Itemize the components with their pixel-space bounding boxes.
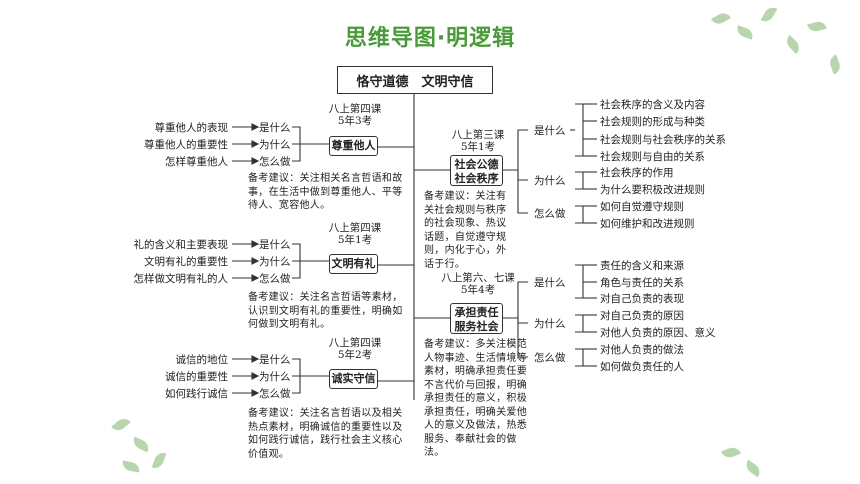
topic-node-responsibility: 承担责任服务社会 xyxy=(450,303,503,334)
exam-note: 备考建议：关注有关社会规则与秩序的社会现象、热议话题，自觉遵守规则，内化于心，外… xyxy=(424,191,507,270)
category-label: 是什么 xyxy=(259,122,291,134)
point-label: 对自己负责的表现 xyxy=(600,293,684,305)
category-label: 为什么 xyxy=(534,175,566,187)
category-label: 为什么 xyxy=(259,139,291,151)
exam-note: 备考建议：多关注模范人物事迹、生活情境等素材，明确承担责任要不言代价与回报，明确… xyxy=(424,339,527,458)
category-label: 是什么 xyxy=(259,354,291,366)
category-label: 是什么 xyxy=(259,239,291,251)
point-label: 社会秩序的作用 xyxy=(600,167,674,179)
question-label: 怎样尊重他人 xyxy=(165,156,228,168)
point-label: 社会秩序的含义及内容 xyxy=(600,99,705,111)
exam-note: 备考建议：关注名言哲语以及相关热点素材，明确诚信的重要性以及如何践行诚信，践行社… xyxy=(248,408,403,460)
topic-node-respect-others: 尊重他人 xyxy=(329,136,378,156)
point-label: 社会规则与社会秩序的关系 xyxy=(600,134,726,146)
point-label: 角色与责任的关系 xyxy=(600,277,684,289)
question-label: 诚信的重要性 xyxy=(165,371,228,383)
point-label: 对自己负责的原因 xyxy=(600,310,684,322)
point-label: 为什么要积极改进规则 xyxy=(600,184,705,196)
point-label: 如何做负责任的人 xyxy=(600,361,684,373)
point-label: 对他人负责的原因、意义 xyxy=(600,327,716,339)
topic-node-honesty: 诚实守信 xyxy=(329,369,378,389)
point-label: 如何自觉遵守规则 xyxy=(600,201,684,213)
category-label: 怎么做 xyxy=(259,388,291,400)
category-label: 是什么 xyxy=(534,125,566,137)
point-label: 如何维护和改进规则 xyxy=(600,218,695,230)
page-title: 思维导图·明逻辑 xyxy=(344,26,516,51)
question-label: 礼的含义和主要表现 xyxy=(133,239,229,251)
exam-note: 备考建议：关注名言哲语等素材，认识到文明有礼的重要性，明确如何做到文明有礼。 xyxy=(248,292,403,330)
point-label: 责任的含义和来源 xyxy=(600,260,684,272)
topic-node-social-order: 社会公德社会秩序 xyxy=(450,155,503,186)
category-label: 怎么做 xyxy=(259,273,291,285)
category-label: 怎么做 xyxy=(534,352,566,364)
category-label: 怎么做 xyxy=(259,156,291,168)
category-label: 是什么 xyxy=(534,277,566,289)
point-label: 社会规则与自由的关系 xyxy=(600,151,705,163)
category-label: 为什么 xyxy=(259,256,291,268)
root-node: 恪守道德 文明守信 xyxy=(337,66,493,94)
topic-node-civility: 文明有礼 xyxy=(329,254,378,274)
question-label: 如何践行诚信 xyxy=(165,388,228,400)
category-label: 怎么做 xyxy=(534,208,566,220)
question-label: 文明有礼的重要性 xyxy=(144,256,228,268)
category-label: 为什么 xyxy=(534,318,566,330)
point-label: 社会规则的形成与种类 xyxy=(600,116,705,128)
question-label: 尊重他人的重要性 xyxy=(144,139,228,151)
question-label: 怎样做文明有礼的人 xyxy=(133,273,229,285)
point-label: 对他人负责的做法 xyxy=(600,344,684,356)
question-label: 诚信的地位 xyxy=(175,354,229,366)
question-label: 尊重他人的表现 xyxy=(154,122,229,134)
category-label: 为什么 xyxy=(259,371,291,383)
exam-note: 备考建议：关注相关名言哲语和故事，在生活中做到尊重他人、平等待人、宽容他人。 xyxy=(248,173,403,211)
